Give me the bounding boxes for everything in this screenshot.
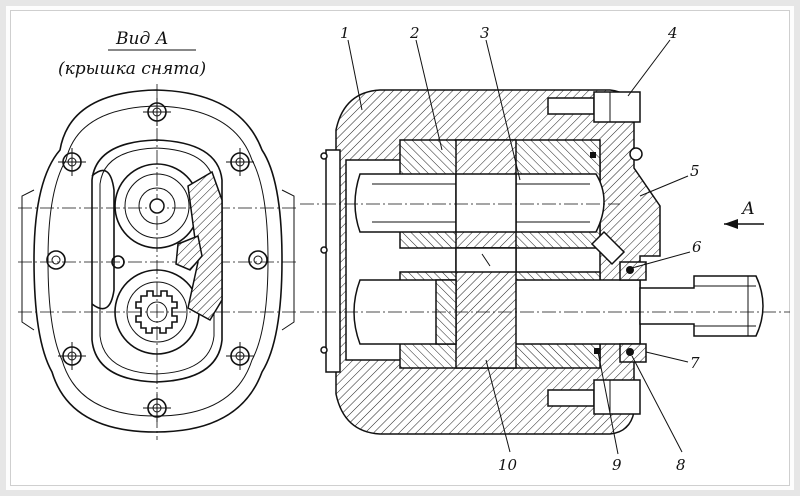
section-view: А 1 2 3 4 5 6 7 8 9 10 (300, 24, 790, 474)
gasket-ring (91, 139, 223, 383)
spline-shaft (135, 290, 178, 334)
callout-6: 6 (692, 238, 702, 256)
bolt-bottom (547, 379, 641, 415)
arrow-label: А (741, 199, 755, 219)
callout-9: 9 (612, 456, 622, 474)
bridge-section (187, 170, 223, 322)
leader-lines (347, 39, 691, 455)
bolt-holes (46, 98, 268, 422)
view-title: Вид А (115, 29, 169, 49)
view-direction-arrow: А (724, 199, 764, 229)
callout-4: 4 (667, 24, 678, 42)
callout-8: 8 (676, 456, 686, 474)
view-subtitle: (крышка снята) (58, 59, 206, 79)
view-a: Вид А (крышка снята) (18, 29, 298, 440)
bolt-top (547, 91, 641, 123)
relief-valve (590, 230, 626, 266)
callout-7: 7 (690, 354, 700, 372)
callout-10: 10 (498, 456, 518, 474)
callout-3: 3 (480, 24, 490, 42)
end-cover (325, 149, 341, 373)
output-shaft (639, 275, 764, 337)
callout-2: 2 (409, 24, 420, 42)
callout-1: 1 (340, 24, 350, 42)
callout-5: 5 (690, 162, 700, 180)
